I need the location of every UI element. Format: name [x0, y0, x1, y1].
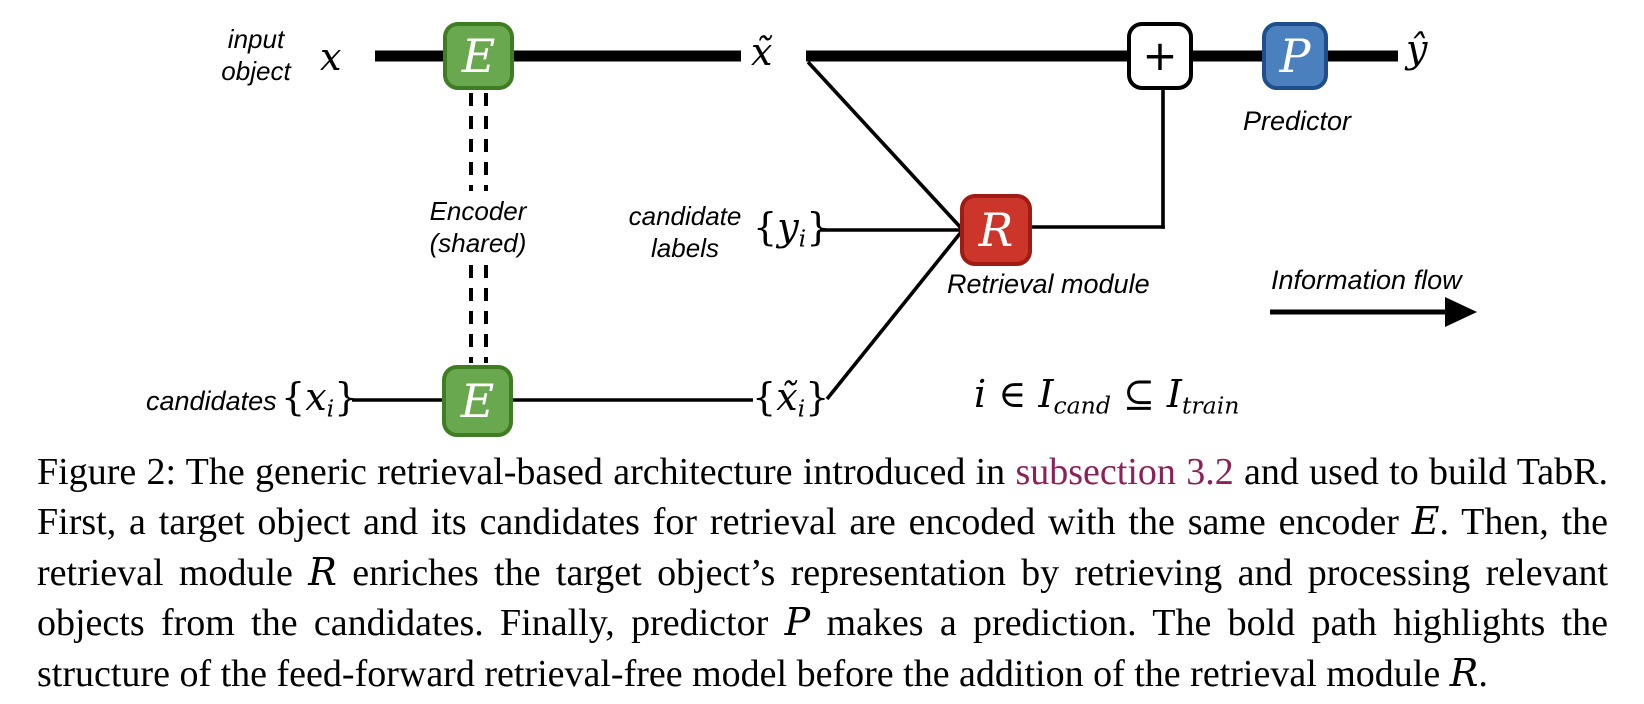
input-x-symbol: x	[320, 35, 342, 79]
caption-math-R: R	[308, 549, 337, 594]
subsection-3-2-link[interactable]: subsection 3.2	[1015, 451, 1234, 493]
predictor-box: P	[1262, 22, 1328, 90]
shared-encoder-dashed-lines	[469, 93, 488, 363]
y-hat-symbol: ŷ	[1406, 27, 1428, 71]
thin-connector-lines	[352, 60, 1165, 402]
encoder-bottom-letter: E	[460, 374, 495, 428]
information-flow-arrow	[1270, 297, 1477, 327]
encoder-shared-label: Encoder (shared)	[429, 196, 527, 258]
caption-math-R2: R	[1449, 650, 1479, 695]
index-membership-expression: i ∈ Icand ⊆ Itrain	[974, 372, 1240, 420]
candidate-labels-label: candidate labels	[628, 201, 742, 263]
retrieval-letter: R	[978, 203, 1014, 257]
plus-icon: +	[1142, 31, 1178, 80]
sum-box: +	[1127, 22, 1193, 90]
encoder-top-box: E	[443, 22, 514, 90]
candidate-labels-set-symbol: {yi}	[753, 205, 831, 253]
predictor-label: Predictor	[1243, 106, 1352, 136]
encoder-bottom-box: E	[442, 365, 513, 437]
candidates-set-symbol: {xi}	[281, 375, 359, 423]
candidates-label: candidates	[146, 386, 277, 416]
diagram-connectors	[352, 50, 1477, 402]
caption-math-P: P	[784, 600, 811, 645]
caption-text: Figure 2: The generic retrieval-based ar…	[37, 451, 1016, 493]
information-flow-label: Information flow	[1271, 265, 1462, 295]
input-object-label: input object	[221, 24, 291, 86]
architecture-diagram: E E + P R input object Encoder (shared) …	[146, 22, 1477, 437]
encoded-candidates-set-symbol: {x̃i}	[752, 375, 830, 423]
caption-math-E: E	[1411, 499, 1440, 544]
retrieval-box: R	[960, 194, 1032, 266]
figure-caption: Figure 2: The generic retrieval-based ar…	[37, 451, 1609, 695]
predictor-letter: P	[1279, 29, 1311, 83]
retrieval-module-label: Retrieval module	[947, 269, 1150, 299]
x-tilde-symbol: x̃	[751, 30, 773, 74]
encoder-top-letter: E	[461, 29, 496, 83]
